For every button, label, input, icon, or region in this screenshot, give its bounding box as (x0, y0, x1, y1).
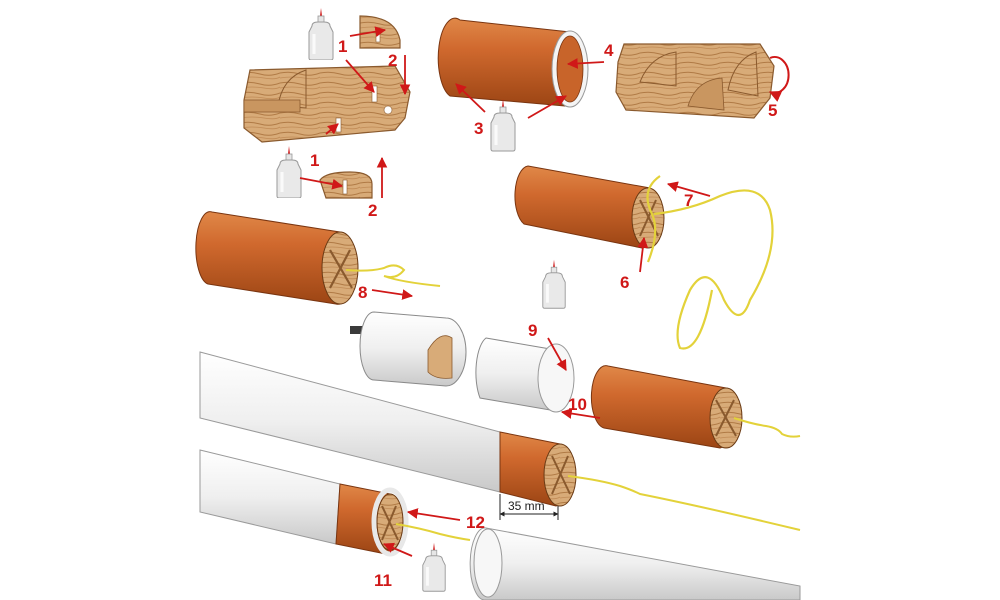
glue-bottle-icon (307, 8, 335, 60)
glue-bottle-icon (489, 97, 517, 153)
frame-rotation-step-5 (615, 43, 790, 119)
step-number: 5 (768, 101, 777, 120)
step-numbers: 1 2 3 4 5 1 2 6 7 8 9 10 11 12 (310, 37, 777, 590)
long-tube-upper (199, 351, 801, 531)
copper-tube-step-6-7 (514, 165, 774, 350)
step-number: 6 (620, 273, 629, 292)
long-tube-lower (199, 449, 801, 600)
step-number: 4 (604, 41, 614, 60)
step-number: 1 (338, 37, 347, 56)
step-number: 2 (368, 201, 377, 220)
dimension-35mm: 35 mm (499, 494, 559, 520)
glue-bottle-icon (421, 541, 447, 593)
step-number: 10 (568, 395, 587, 414)
glue-bottle-icon (541, 258, 567, 310)
white-sleeves-step-9 (350, 258, 575, 413)
step-number: 9 (528, 321, 537, 340)
dimension-label: 35 mm (508, 499, 545, 513)
step-number: 1 (310, 151, 319, 170)
step-number: 2 (388, 51, 397, 70)
glue-bottle-icon (275, 146, 303, 198)
copper-tube-step-10 (560, 365, 801, 449)
step-number: 3 (474, 119, 483, 138)
copper-tube-step-3-4 (437, 17, 605, 153)
step-number: 8 (358, 283, 367, 302)
step-number: 12 (466, 513, 485, 532)
step-number: 7 (684, 191, 693, 210)
wood-frame-assembly (243, 8, 411, 199)
copper-tube-step-8 (195, 211, 441, 305)
step-number: 11 (374, 571, 392, 590)
